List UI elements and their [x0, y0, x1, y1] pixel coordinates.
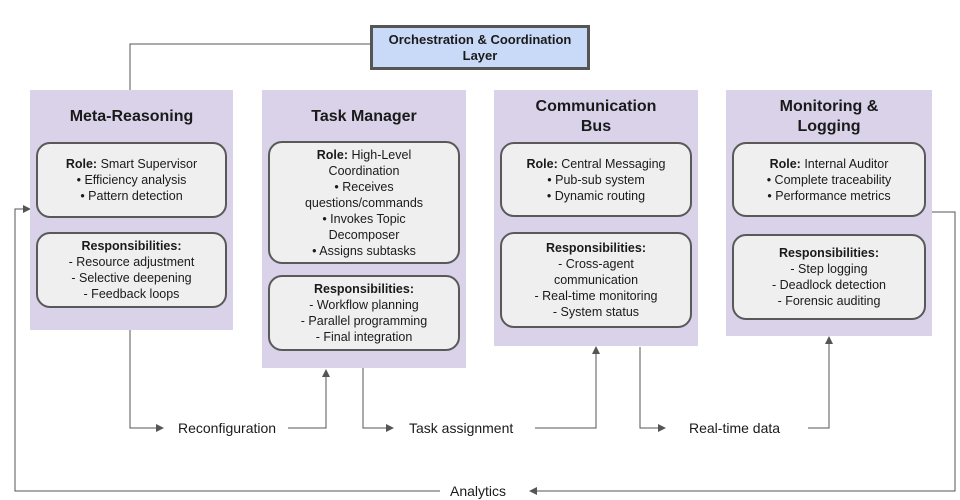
role-item: • Efficiency analysis: [76, 173, 187, 187]
role-item: • Pattern detection: [80, 189, 183, 203]
role-label: Role:: [65, 157, 98, 171]
task-assignment-label: Task assignment: [405, 420, 518, 436]
assignment-to-bus-arrow: [535, 346, 600, 429]
responsibilities-label: Responsibilities:: [778, 246, 880, 260]
responsibilities-card: Responsibilities: - Workflow planning - …: [268, 275, 460, 351]
role-item: • Pub-sub system: [547, 172, 645, 187]
column-title: Monitoring &Logging: [779, 98, 879, 135]
role-item: • Dynamic routing: [546, 188, 646, 203]
column-title: Task Manager: [311, 108, 417, 125]
role-label: Role:: [526, 156, 558, 171]
realtime-data-label: Real-time data: [685, 420, 785, 436]
analytics-to-meta-arrow: [14, 205, 440, 492]
responsibility-item: - Selective deepening: [71, 271, 192, 285]
responsibility-item: - Forensic auditing: [777, 294, 881, 308]
header-link-line: [129, 43, 370, 90]
role-item: • Performance metrics: [767, 188, 891, 203]
monitoring-logging-column: Monitoring &Logging Role: Internal Audit…: [726, 90, 932, 336]
role-item: • Complete traceability: [766, 172, 892, 187]
role-text: Smart Supervisor: [100, 157, 198, 171]
responsibility-item: communication: [553, 273, 639, 287]
responsibilities-card: Responsibilities: - Resource adjustment …: [36, 232, 227, 308]
role-item: Coordination: [328, 163, 400, 178]
role-item: • Assigns subtasks: [312, 243, 416, 258]
role-card: Role: Smart Supervisor • Efficiency anal…: [36, 142, 227, 218]
responsibility-item: - Real-time monitoring: [534, 289, 658, 303]
responsibilities-label: Responsibilities:: [545, 241, 647, 255]
role-text: Internal Auditor: [804, 156, 889, 171]
monitor-to-analytics-arrow: [529, 211, 956, 495]
realtime-to-monitor-arrow: [808, 336, 833, 429]
role-item: Decomposer: [328, 227, 400, 242]
orchestration-title-line2: Layer: [462, 47, 498, 63]
meta-to-reconfig-arrow: [129, 330, 164, 432]
responsibility-item: - Final integration: [315, 330, 413, 344]
column-title: Meta-Reasoning: [69, 108, 194, 125]
responsibility-item: - Deadlock detection: [772, 278, 886, 292]
responsibility-item: - Resource adjustment: [68, 255, 195, 269]
analytics-label: Analytics: [446, 483, 511, 499]
role-label: Role:: [769, 156, 801, 171]
role-label: Role:: [316, 147, 348, 162]
responsibility-item: - Step logging: [790, 262, 868, 276]
role-item: • Receives: [334, 179, 394, 194]
role-card: Role: Internal Auditor • Complete tracea…: [732, 142, 926, 217]
responsibility-item: - Cross-agent: [558, 257, 634, 271]
orchestration-layer-box: Orchestration & Coordination Layer: [370, 25, 590, 70]
role-item: • Invokes Topic: [322, 211, 406, 226]
reconfiguration-label: Reconfiguration: [174, 420, 281, 436]
orchestration-title-line1: Orchestration & Coordination: [388, 31, 572, 47]
role-text: Central Messaging: [561, 156, 666, 171]
responsibility-item: - Feedback loops: [83, 287, 180, 301]
task-to-assignment-arrow: [362, 368, 394, 432]
meta-reasoning-column: Meta-Reasoning Role: Smart Supervisor • …: [30, 90, 233, 330]
bus-to-realtime-arrow: [639, 347, 666, 432]
responsibility-item: - Parallel programming: [300, 314, 428, 328]
reconfig-to-task-arrow: [288, 369, 330, 429]
responsibilities-label: Responsibilities:: [81, 239, 182, 253]
role-item: questions/commands: [304, 195, 424, 210]
responsibilities-card: Responsibilities: - Step logging - Deadl…: [732, 234, 926, 320]
role-text: High-Level: [351, 147, 412, 162]
responsibility-item: - Workflow planning: [309, 298, 419, 312]
task-manager-column: Task Manager Role: High-Level Coordinati…: [262, 90, 466, 368]
responsibility-item: - System status: [552, 305, 640, 319]
responsibilities-label: Responsibilities:: [313, 282, 415, 296]
responsibilities-card: Responsibilities: - Cross-agent communic…: [500, 232, 692, 328]
role-card: Role: High-Level Coordination • Receives…: [268, 141, 460, 264]
role-card: Role: Central Messaging • Pub-sub system…: [500, 142, 692, 217]
